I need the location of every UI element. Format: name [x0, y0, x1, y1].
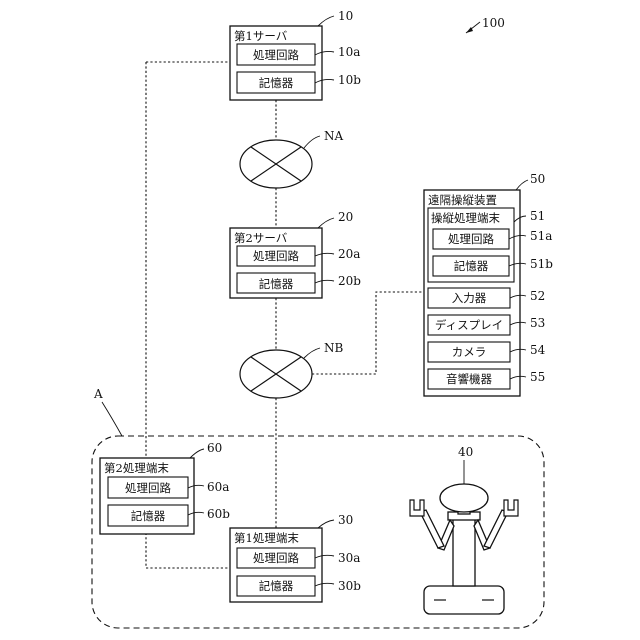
- remote-terminal-circuit-label: 処理回路: [448, 232, 494, 246]
- server2-memory-ref: 20b: [338, 274, 361, 288]
- remote-terminal-circuit-ref: 51a: [530, 229, 552, 243]
- remote-camera-ref: 54: [530, 343, 546, 357]
- terminal2: 第2処理端末 処理回路 記憶器: [100, 458, 194, 534]
- server1-circuit-label: 処理回路: [253, 48, 299, 62]
- server1: 第1サーバ 処理回路 記憶器: [230, 26, 322, 100]
- network-na-ref: NA: [324, 129, 344, 143]
- remote-ref: 50: [530, 172, 545, 186]
- terminal2-circuit-ref: 60a: [207, 480, 229, 494]
- system-ref: 100: [482, 16, 505, 30]
- remote-ref-leader: [516, 180, 528, 190]
- server2-circuit-label: 処理回路: [253, 249, 299, 263]
- area-a-label: A: [93, 387, 103, 401]
- terminal2-circuit-label: 処理回路: [125, 481, 171, 495]
- remote-terminal-ref: 51: [530, 209, 545, 223]
- server1-ref-leader: [318, 16, 334, 26]
- server2-title: 第2サーバ: [234, 231, 288, 245]
- robot-left-gripper: [410, 500, 424, 516]
- robot-ref: 40: [458, 445, 473, 459]
- network-nb: [240, 350, 312, 398]
- terminal2-title: 第2処理端末: [104, 461, 169, 475]
- robot-head: [440, 484, 488, 512]
- robot-torso: [453, 514, 475, 586]
- terminal2-ref: 60: [207, 441, 222, 455]
- network-nb-ref-leader: [304, 348, 320, 358]
- network-na: [240, 140, 312, 188]
- server2-circuit-ref: 20a: [338, 247, 360, 261]
- remote-input-ref: 52: [530, 289, 545, 303]
- network-na-ref-leader: [304, 136, 320, 148]
- remote-audio-ref: 55: [530, 370, 545, 384]
- remote-terminal-title: 操縦処理端末: [431, 211, 500, 225]
- server1-circuit-ref: 10a: [338, 45, 360, 59]
- terminal1: 第1処理端末 処理回路 記憶器: [230, 528, 322, 602]
- server2-ref: 20: [338, 210, 353, 224]
- link-nb-remote: [312, 292, 424, 374]
- remote-camera-label: カメラ: [452, 345, 487, 359]
- terminal1-title: 第1処理端末: [234, 531, 299, 545]
- terminal1-ref: 30: [338, 513, 353, 527]
- server2-memory-label: 記憶器: [259, 277, 294, 291]
- server1-memory-ref: 10b: [338, 73, 361, 87]
- remote-terminal-memory-label: 記憶器: [454, 259, 489, 273]
- terminal1-memory-label: 記憶器: [259, 579, 294, 593]
- network-nb-ref: NB: [324, 341, 344, 355]
- robot-right-gripper: [504, 500, 518, 516]
- server1-memory-label: 記憶器: [259, 76, 294, 90]
- terminal2-memory-label: 記憶器: [131, 509, 166, 523]
- terminal1-ref-leader: [318, 520, 334, 528]
- terminal2-memory-ref: 60b: [207, 507, 230, 521]
- remote-input-label: 入力器: [452, 291, 487, 305]
- remote-display-ref: 53: [530, 316, 545, 330]
- remote-title: 遠隔操縦装置: [428, 193, 497, 207]
- terminal2-ref-leader: [190, 449, 204, 458]
- server2: 第2サーバ 処理回路 記憶器: [230, 228, 322, 298]
- area-a-leader: [102, 402, 122, 436]
- robot-drawing: [410, 484, 518, 614]
- terminal1-memory-ref: 30b: [338, 579, 361, 593]
- terminal1-circuit-ref: 30a: [338, 551, 360, 565]
- remote-terminal-memory-ref: 51b: [530, 257, 553, 271]
- remote-audio-label: 音響機器: [446, 372, 492, 386]
- remote-control-device: 遠隔操縦装置 操縦処理端末 処理回路 記憶器 入力器 ディスプレイ カメラ 音響…: [424, 190, 520, 396]
- remote-display-label: ディスプレイ: [435, 318, 503, 332]
- server1-title: 第1サーバ: [234, 29, 288, 43]
- terminal1-circuit-label: 処理回路: [253, 551, 299, 565]
- server1-ref: 10: [338, 9, 353, 23]
- server2-ref-leader: [318, 218, 334, 228]
